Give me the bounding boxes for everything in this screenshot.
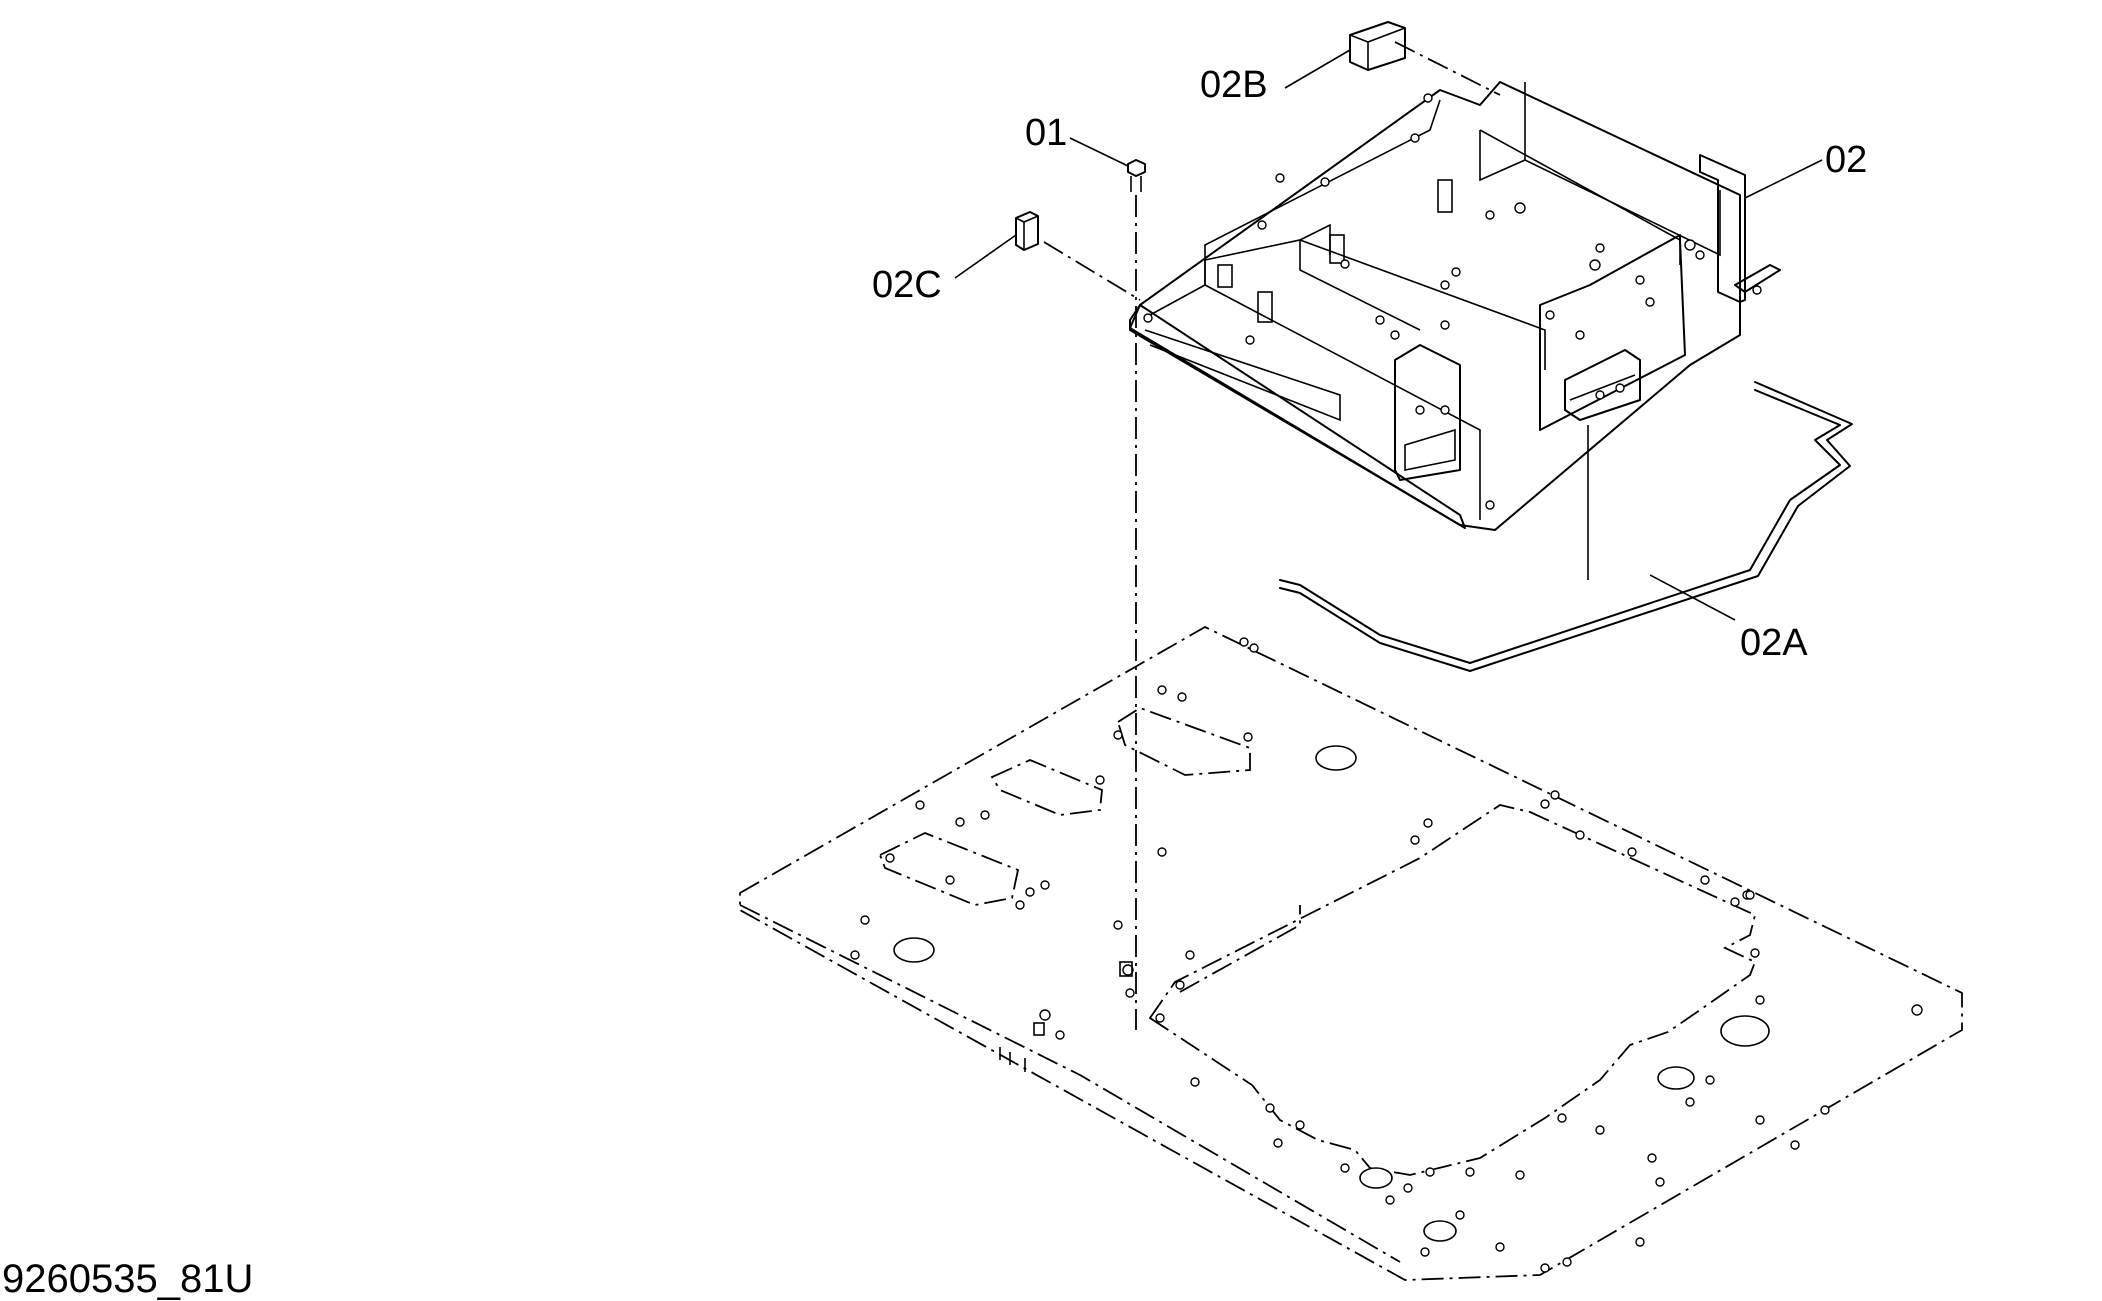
callout-02: 02 [1825, 139, 1867, 181]
leader-lines [954, 49, 1823, 621]
floor-plate [739, 625, 1963, 1281]
callout-01: 01 [1025, 112, 1067, 154]
drawing-number: 9260535_81U [2, 1257, 253, 1301]
battery-tray [1129, 81, 1781, 531]
rod-02a [1279, 381, 1853, 672]
block-02b [1349, 21, 1406, 71]
callout-02a: 02A [1740, 622, 1808, 664]
bolt-01 [1127, 159, 1146, 192]
callout-02b: 02B [1200, 64, 1268, 106]
callout-02c: 02C [872, 264, 942, 306]
assembly-lines [1043, 41, 1589, 1030]
block-02c [1015, 211, 1039, 251]
